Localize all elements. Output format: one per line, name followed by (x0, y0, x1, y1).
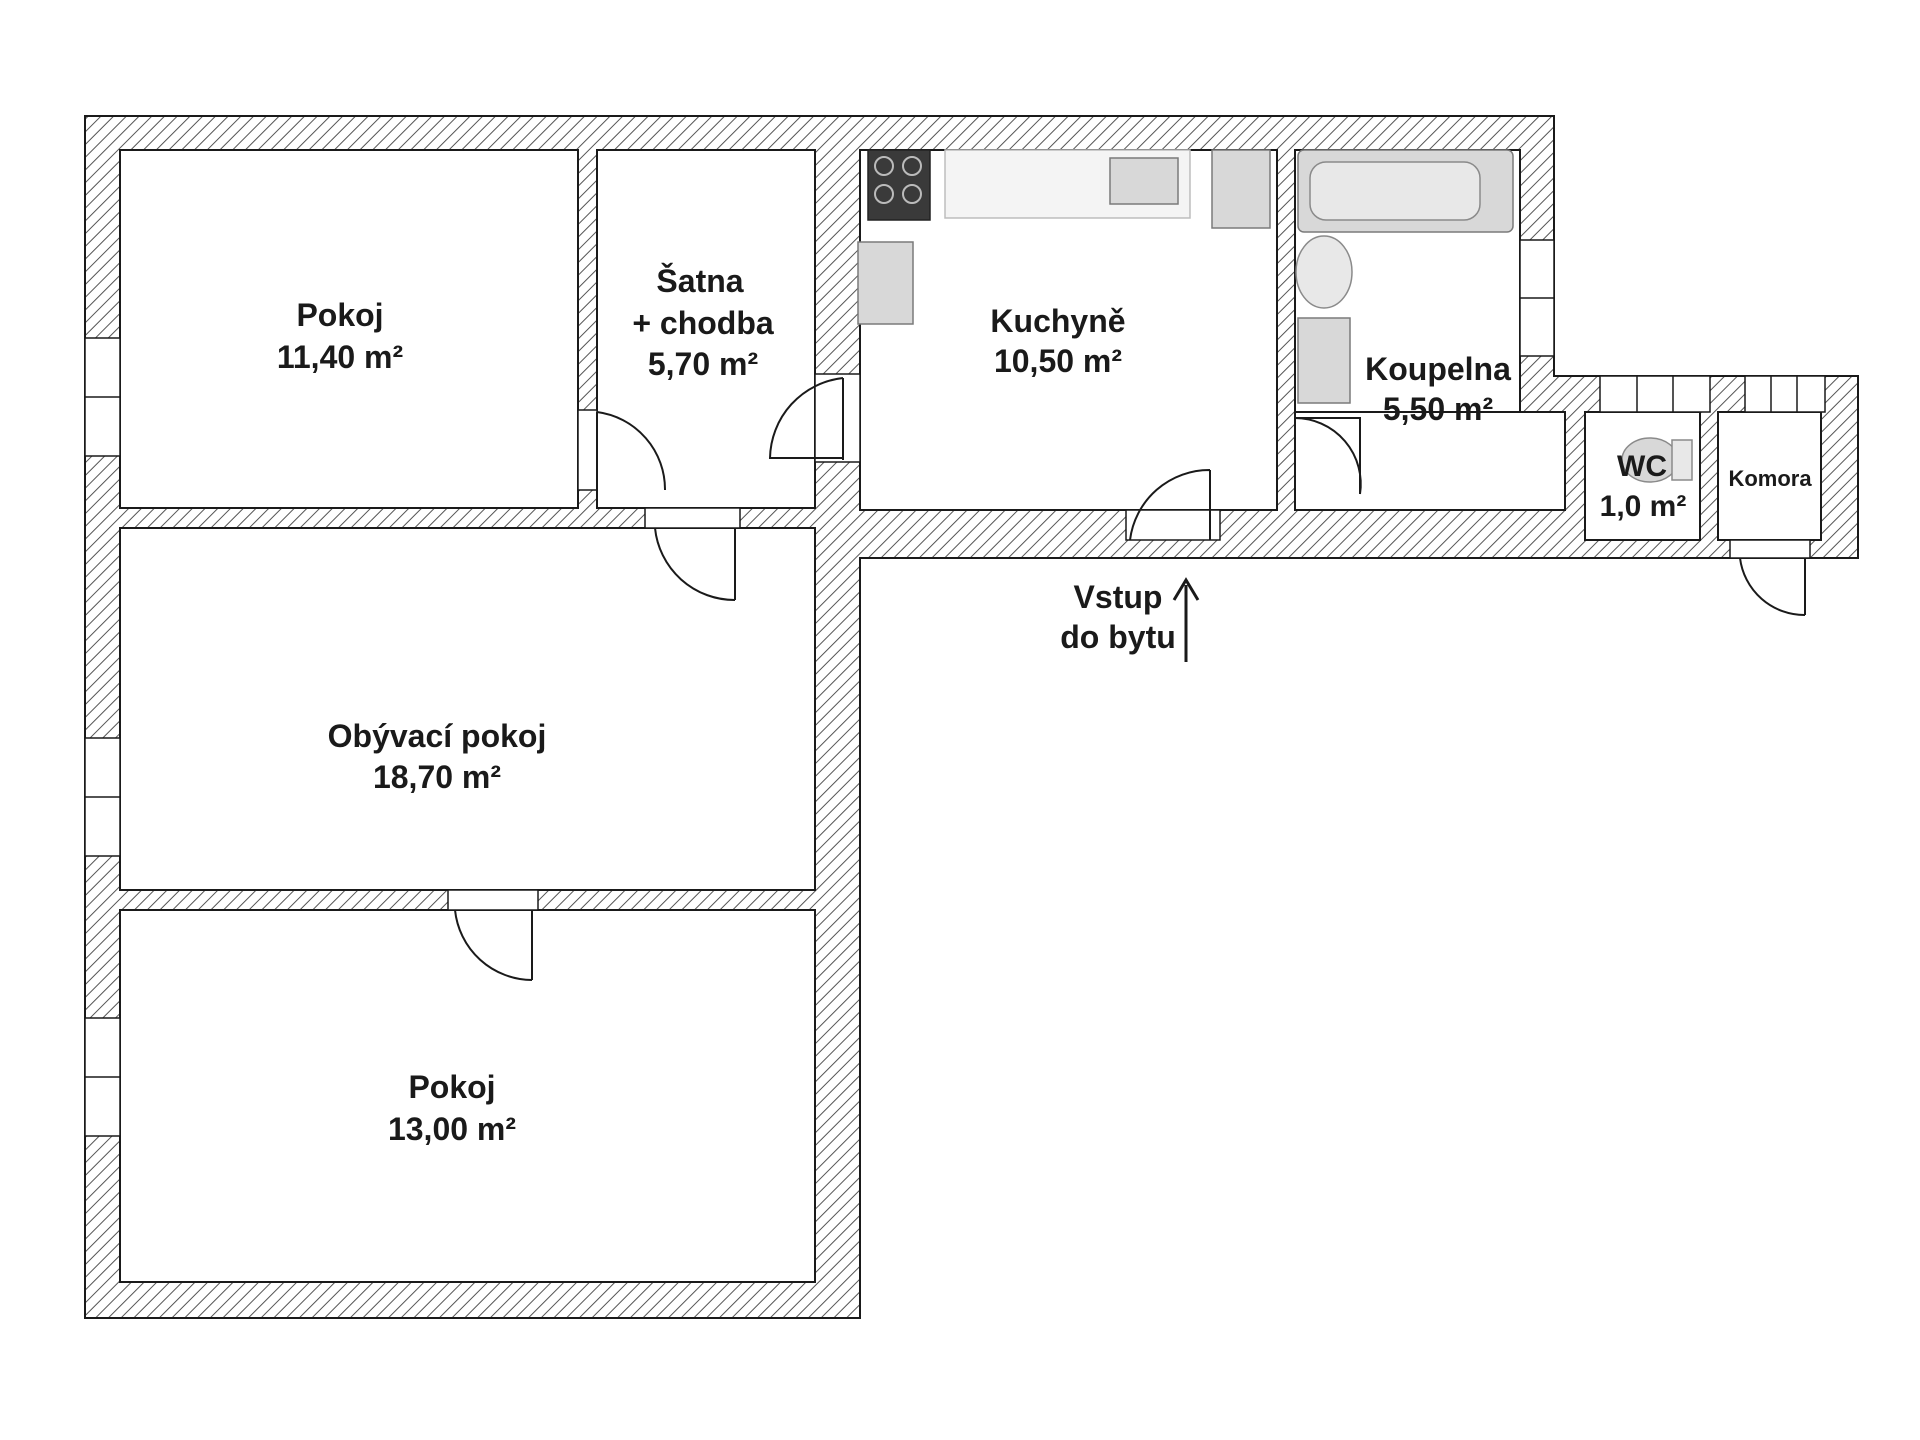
washing-machine-icon (1297, 317, 1351, 404)
door-pantry (1739, 557, 1806, 617)
room-living (119, 527, 816, 891)
door-bedroom-bottom (454, 909, 533, 981)
windows (84, 239, 1826, 1137)
window (1744, 375, 1826, 413)
label-wc-area: 1,0 m² (1600, 490, 1687, 523)
label-bathroom-name: Koupelna (1365, 351, 1511, 387)
kitchen-fixtures (857, 149, 1271, 325)
door-living-room (654, 527, 736, 602)
labels: Pokoj 11,40 m² Šatna + chodba 5,70 m² Ku… (277, 263, 1812, 1147)
label-living-name: Obývací pokoj (328, 718, 547, 754)
label-wc-name: WC (1617, 450, 1667, 483)
rooms (119, 149, 1822, 1283)
door-bathroom (1294, 417, 1362, 495)
room-bathroom-ext (1294, 411, 1566, 511)
label-kitchen-area: 10,50 m² (994, 343, 1122, 379)
label-bedroom-top-name: Pokoj (296, 297, 383, 333)
label-pantry-name: Komora (1728, 466, 1812, 491)
bathroom-fixtures (1295, 149, 1693, 483)
label-bathroom-area: 5,50 m² (1383, 391, 1493, 427)
window (1599, 375, 1711, 413)
label-wardrobe-name-1: Šatna (656, 263, 743, 299)
label-entrance-1: Vstup (1074, 579, 1163, 615)
label-wardrobe-area: 5,70 m² (648, 346, 758, 382)
room-bedroom-bottom (119, 909, 816, 1283)
label-bedroom-bottom-name: Pokoj (408, 1069, 495, 1105)
door-entrance (1129, 468, 1211, 541)
label-bedroom-bottom-area: 13,00 m² (388, 1111, 516, 1147)
room-bedroom-top (119, 149, 579, 509)
room-pantry (1717, 411, 1822, 541)
washbasin-icon (1295, 235, 1353, 309)
label-wardrobe-name-2: + chodba (632, 305, 774, 341)
doors (447, 373, 1811, 981)
table-icon (857, 241, 914, 325)
label-kitchen-name: Kuchyně (990, 303, 1125, 339)
fridge-icon (1211, 149, 1271, 229)
entrance-arrow-icon (1172, 577, 1200, 662)
label-living-area: 18,70 m² (373, 759, 501, 795)
sink-icon (1109, 157, 1179, 205)
door-bedroom-top (596, 411, 667, 491)
label-entrance-2: do bytu (1060, 619, 1176, 655)
label-bedroom-top-area: 11,40 m² (277, 339, 403, 375)
room-wardrobe (596, 149, 816, 509)
door-wardrobe-kitchen (768, 377, 844, 460)
